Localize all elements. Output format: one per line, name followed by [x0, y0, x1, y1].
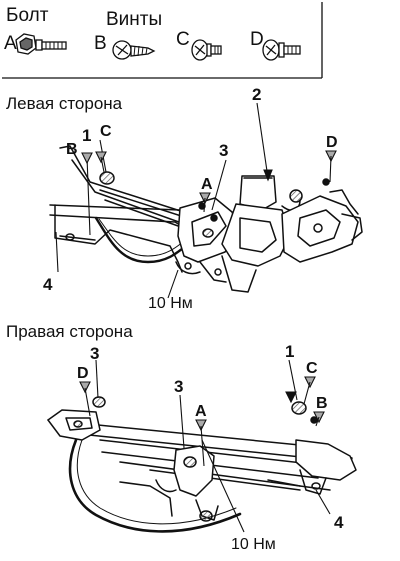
left-callout-c: C	[100, 123, 112, 140]
right-callout-4: 4	[334, 513, 344, 532]
legend-letter-a: A	[4, 33, 17, 54]
fastener-legend-frame	[2, 2, 323, 79]
left-callout-a: A	[201, 176, 213, 193]
left-callout-d: D	[326, 134, 338, 151]
right-callout-d: D	[77, 365, 89, 382]
left-callout-2: 2	[252, 85, 262, 104]
bolt-label: Болт	[6, 5, 49, 26]
left-side-title: Левая сторона	[6, 94, 123, 113]
flanged-bolt-icon	[15, 33, 67, 55]
right-torque-value: 10 Нм	[231, 536, 276, 553]
washer-screw-icon	[191, 39, 222, 61]
left-torque-value: 10 Нм	[148, 295, 193, 312]
legend-letter-d: D	[250, 29, 264, 50]
left-callout-3: 3	[219, 141, 229, 160]
right-callout-a: A	[195, 403, 207, 420]
right-callout-3-center: 3	[174, 377, 184, 396]
left-side-leaders	[55, 102, 337, 299]
right-callout-c: C	[306, 360, 318, 377]
right-side-leaders	[79, 359, 331, 533]
left-callout-4: 4	[43, 275, 53, 294]
legend-letter-b: B	[94, 33, 107, 54]
right-callout-b: B	[316, 395, 328, 412]
right-side-title: Правая сторона	[6, 322, 133, 341]
left-callout-b: B	[66, 141, 78, 158]
self-tapping-screw-icon	[112, 40, 156, 60]
right-callout-1: 1	[285, 342, 295, 361]
left-callout-1: 1	[82, 126, 92, 145]
legend-letter-c: C	[176, 29, 190, 50]
machine-screw-icon	[262, 39, 301, 61]
left-side-assembly	[49, 145, 363, 293]
screws-label: Винты	[106, 9, 163, 30]
right-side-assembly	[47, 396, 357, 533]
right-callout-3-left: 3	[90, 344, 100, 363]
